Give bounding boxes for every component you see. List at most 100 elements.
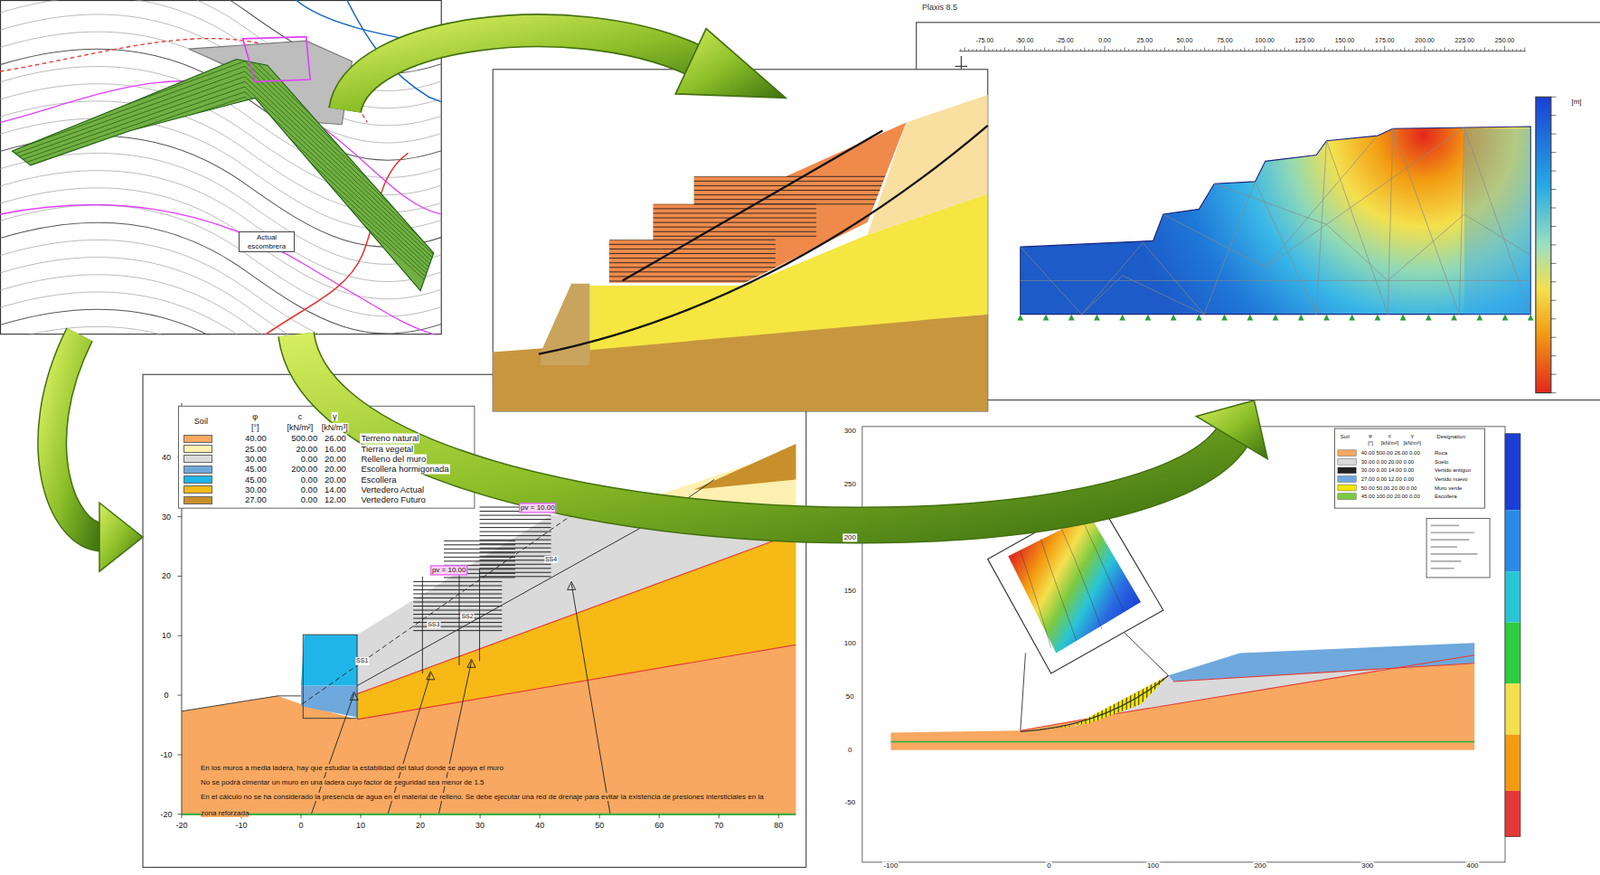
table-cell: 14.00	[323, 484, 348, 495]
slice-line	[1126, 668, 1128, 735]
contour-line	[0, 274, 443, 335]
slice-line	[1052, 668, 1054, 735]
ruler-tick	[1280, 48, 1281, 51]
label-anchor: 27.00	[244, 495, 268, 506]
reinforcement-line	[480, 567, 552, 569]
label-anchor: 30	[474, 820, 486, 830]
reinforcement-line	[609, 275, 776, 277]
axis-value: 10	[160, 630, 172, 640]
reinforcement-line	[609, 244, 776, 245]
axis-value: 300	[843, 427, 857, 436]
illustration-shape	[1082, 275, 1205, 315]
ruler-tick	[1012, 48, 1014, 51]
axis-value: -10	[159, 750, 173, 760]
axis-value: 300	[1360, 862, 1375, 871]
axis-value: 200	[1252, 862, 1267, 871]
label-anchor: Soil	[1339, 433, 1351, 441]
illustration-shape	[438, 660, 471, 814]
ruler-tick	[1375, 48, 1377, 51]
scale-tick	[1551, 263, 1557, 264]
axis-tick	[177, 695, 182, 697]
legend-swatch	[183, 454, 213, 463]
slice-line	[1035, 668, 1037, 735]
illustration-shape	[422, 576, 424, 674]
reinforcement-line	[480, 564, 552, 565]
label-anchor: 0.00	[300, 454, 320, 465]
support-symbol	[1476, 314, 1483, 321]
legend-swatch	[183, 444, 213, 453]
axis-value: 40	[534, 820, 546, 830]
reinforcement-line	[609, 262, 776, 264]
label-anchor: 20.00	[323, 454, 348, 465]
table-header: [kN/m³]	[1402, 439, 1422, 446]
reinforcement-line	[609, 257, 776, 259]
scale-tick	[1551, 96, 1557, 98]
ruler-tick	[1380, 48, 1382, 51]
ruler-tick	[1240, 48, 1242, 51]
reinforcement-line	[694, 185, 909, 187]
table-cell: 50.00 50.00 20.00 0.00	[1360, 484, 1419, 491]
label-anchor: 75.00	[1215, 37, 1234, 45]
ruler-tick	[1372, 48, 1374, 51]
label-anchor: -75.00	[974, 37, 995, 45]
label-anchor: 200.00	[290, 464, 319, 475]
slice-line	[1064, 668, 1066, 735]
label-anchor: 14.00	[323, 484, 348, 495]
reinforcement-line	[413, 597, 502, 599]
label-anchor: γ	[1410, 432, 1415, 440]
table-header: [kN/m²]	[1380, 439, 1400, 446]
ruler-tick	[1396, 48, 1398, 51]
label-anchor: 125.00	[1294, 37, 1316, 45]
label-anchor: 0.00	[300, 484, 320, 495]
label-anchor: 30.00 0.00 14.00 0.00	[1360, 467, 1415, 474]
ruler-tick	[1487, 48, 1489, 51]
axis-value: 60	[653, 820, 665, 830]
scale-tick	[1551, 133, 1557, 135]
scale-tick	[1551, 392, 1557, 394]
ruler-tick	[1091, 48, 1093, 51]
label-anchor: pv = 10.00	[430, 564, 469, 575]
label-anchor: 25.00	[1136, 37, 1155, 45]
ruler-tick	[1292, 48, 1294, 51]
slice-line	[1097, 668, 1099, 735]
load-label: pv = 10.00	[430, 564, 469, 575]
slice-line	[1089, 668, 1091, 735]
axis-value: 10	[355, 820, 367, 830]
ruler-tick	[1276, 48, 1278, 51]
legend-swatch	[183, 485, 213, 494]
support-symbol	[1068, 314, 1075, 321]
axis-value: 20	[160, 571, 172, 581]
label-anchor: Soil	[193, 416, 209, 426]
support-symbol	[1170, 314, 1177, 321]
support-symbol	[1272, 314, 1280, 321]
reinforcement-line	[480, 539, 552, 541]
scale-value: 125.00	[1294, 37, 1316, 45]
table-cell: Vertido antiguo	[1433, 467, 1472, 474]
label-anchor: [kN/m³]	[1402, 439, 1422, 446]
figure-panel: Actual escombrera	[0, 0, 443, 335]
label-anchor: 30.00 0.00 20.00 0.00	[1360, 458, 1415, 465]
axis-value: 100	[843, 640, 857, 649]
reinforcement-line	[413, 618, 502, 620]
illustration-shape	[1020, 127, 1531, 315]
callout-number: SS3	[426, 621, 441, 629]
support-symbol	[1043, 314, 1050, 321]
label-anchor: 100.00	[1253, 37, 1275, 45]
reinforcement-line	[480, 535, 552, 537]
ruler-tick	[1060, 48, 1062, 51]
ruler-tick	[1324, 47, 1326, 51]
reinforcement-line	[443, 552, 516, 554]
table-cell: 40.00	[244, 433, 268, 444]
ruler-tick	[1512, 48, 1514, 51]
ruler-tick	[1332, 48, 1334, 51]
label-anchor: 20	[414, 820, 426, 830]
ruler-tick	[1055, 48, 1057, 51]
label-anchor: 500.00	[290, 433, 319, 444]
ruler-tick	[1383, 46, 1385, 52]
ruler-tick	[1027, 48, 1029, 51]
ruler-tick	[1440, 48, 1441, 51]
arrow-head	[1195, 400, 1268, 460]
illustration-shape	[675, 28, 786, 99]
ruler-tick	[1156, 48, 1158, 51]
